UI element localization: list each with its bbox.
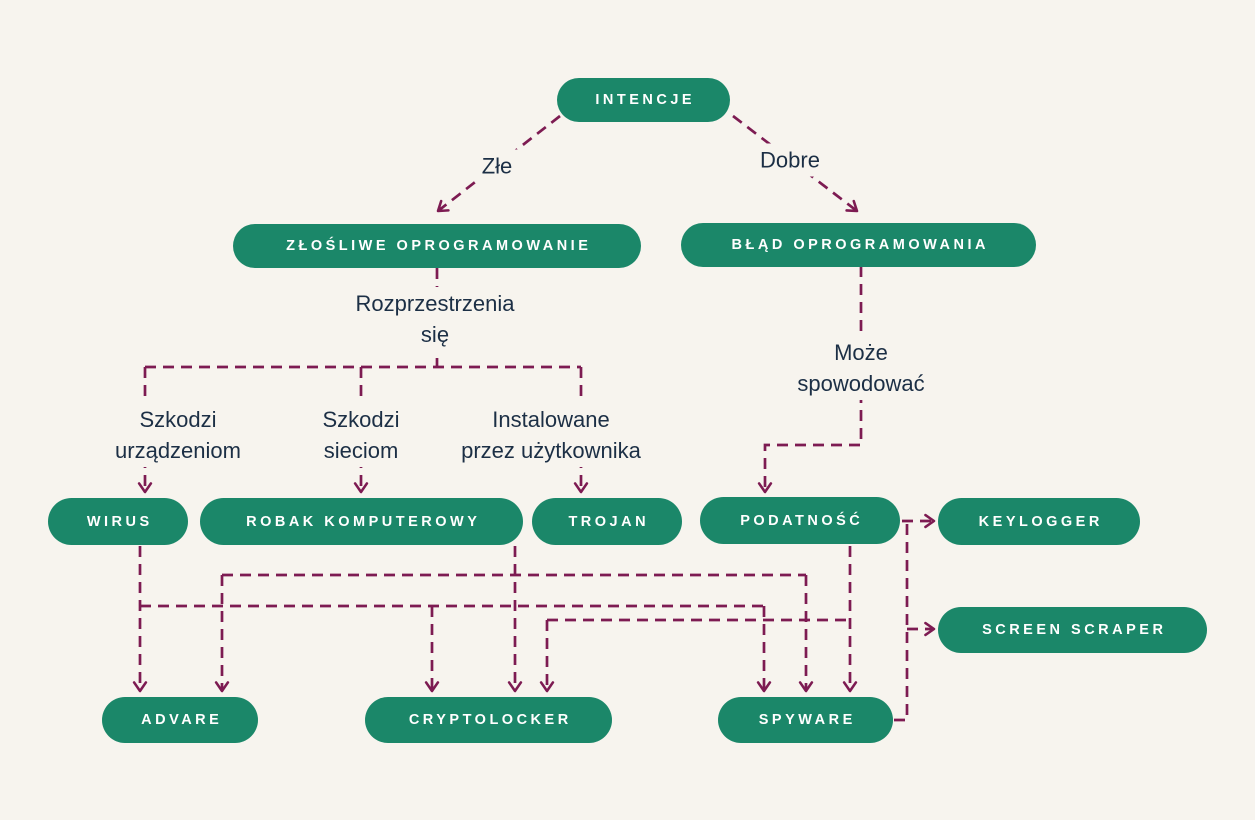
edge-label-moze-spowodowac: Może spowodować xyxy=(790,336,932,400)
edge-blad-podatnosc xyxy=(757,266,863,494)
edge-label-szkodzi-sieciom: Szkodzi sieciom xyxy=(315,403,407,467)
edge-label-rozprzestrzenia: Rozprzestrzenia się xyxy=(348,287,522,351)
node-advare: ADVARE xyxy=(102,697,258,743)
node-trojan: TROJAN xyxy=(532,498,682,545)
node-cryptolocker: CRYPTOLOCKER xyxy=(365,697,612,743)
node-wirus: WIRUS xyxy=(48,498,188,545)
node-podatnosc: PODATNOŚĆ xyxy=(700,497,900,544)
edge-spyware-rail xyxy=(894,521,909,722)
edge-label-szkodzi-urzadzeniom: Szkodzi urządzeniom xyxy=(108,403,248,467)
edge-label-instalowane: Instalowane przez użytkownika xyxy=(454,403,648,467)
edge-label-dobre: Dobre xyxy=(753,143,827,177)
node-keylogger: KEYLOGGER xyxy=(938,498,1140,545)
node-zlosliwe-oprogramowanie: ZŁOŚLIWE OPROGRAMOWANIE xyxy=(233,224,641,268)
node-intencje: INTENCJE xyxy=(557,78,730,122)
edge-label-zle: Złe xyxy=(474,149,520,183)
node-spyware: SPYWARE xyxy=(718,697,893,743)
node-screen-scraper: SCREEN SCRAPER xyxy=(938,607,1207,653)
node-robak-komputerowy: ROBAK KOMPUTEROWY xyxy=(200,498,523,545)
node-blad-oprogramowania: BŁĄD OPROGRAMOWANIA xyxy=(681,223,1036,267)
